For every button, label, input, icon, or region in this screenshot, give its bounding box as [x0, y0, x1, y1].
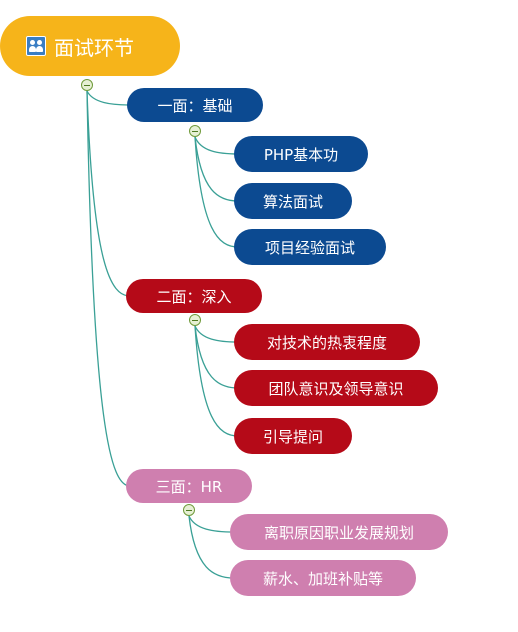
root-to-branch-connector: [86, 90, 132, 106]
branch-to-leaf-connector: [194, 325, 239, 437]
branch-collapse-toggle[interactable]: [183, 504, 195, 516]
leaf-node[interactable]: PHP基本功: [234, 136, 368, 172]
branch-label: 二面：深入: [156, 287, 232, 306]
user-group-icon: [26, 36, 46, 56]
leaf-label: 算法面试: [262, 192, 323, 211]
branch-to-leaf-connector: [194, 325, 239, 389]
branch-node-second-interview[interactable]: 二面：深入: [126, 279, 262, 313]
branch-collapse-toggle[interactable]: [189, 125, 201, 137]
branch-collapse-toggle[interactable]: [189, 314, 201, 326]
branch-to-leaf-connector: [194, 136, 239, 248]
root-label: 面试环节: [54, 35, 134, 60]
branch-to-leaf-connector: [194, 136, 239, 202]
leaf-node[interactable]: 算法面试: [234, 183, 352, 219]
leaf-node[interactable]: 项目经验面试: [234, 229, 386, 265]
branch-label: 一面：基础: [157, 96, 233, 115]
leaf-label: 项目经验面试: [264, 238, 355, 257]
root-collapse-toggle[interactable]: [81, 79, 93, 91]
branch-to-leaf-connector: [188, 515, 235, 533]
leaf-node[interactable]: 薪水、加班补贴等: [230, 560, 416, 596]
leaf-node[interactable]: 对技术的热衷程度: [234, 324, 420, 360]
root-to-branch-connector: [86, 90, 131, 487]
leaf-label: 团队意识及领导意识: [268, 379, 404, 398]
branch-label: 三面：HR: [155, 477, 223, 496]
leaf-label: 薪水、加班补贴等: [262, 569, 383, 588]
branch-node-hr-interview[interactable]: 三面：HR: [126, 469, 252, 503]
leaf-node[interactable]: 引导提问: [234, 418, 352, 454]
branch-to-leaf-connector: [194, 136, 239, 155]
leaf-node[interactable]: 离职原因职业发展规划: [230, 514, 448, 550]
leaf-node[interactable]: 团队意识及领导意识: [234, 370, 438, 406]
root-node[interactable]: 面试环节: [0, 16, 180, 76]
leaf-label: 离职原因职业发展规划: [263, 523, 414, 542]
leaf-label: 对技术的热衷程度: [266, 333, 387, 352]
root-to-branch-connector: [86, 90, 131, 297]
branch-to-leaf-connector: [188, 515, 235, 579]
leaf-label: 引导提问: [262, 427, 323, 446]
branch-node-first-interview[interactable]: 一面：基础: [127, 88, 263, 122]
branch-to-leaf-connector: [194, 325, 239, 343]
leaf-label: PHP基本功: [263, 145, 339, 164]
